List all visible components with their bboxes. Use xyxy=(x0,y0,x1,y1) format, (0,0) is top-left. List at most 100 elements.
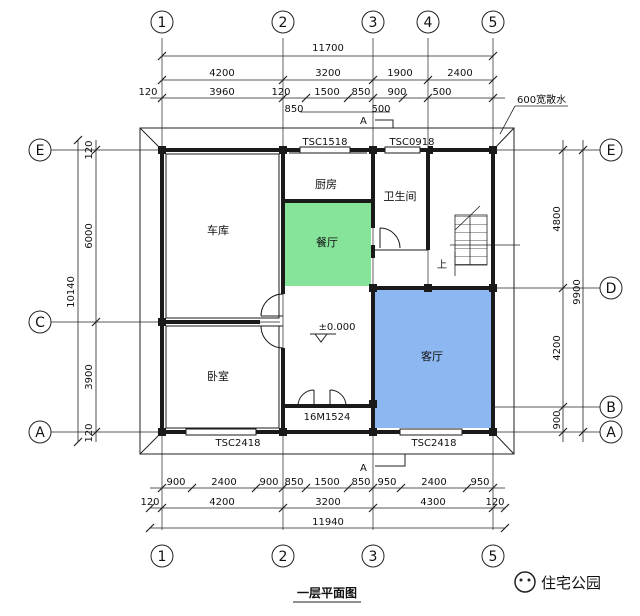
staircase xyxy=(450,205,520,276)
dim-bottom-total: 11940 xyxy=(312,517,344,528)
dim-top-r2-1: 120 xyxy=(138,87,157,98)
door-label-main: 16M1524 xyxy=(304,412,351,423)
room-bedroom: 卧室 xyxy=(207,369,229,383)
right-dimension-labels: 4800 4200 900 9900 xyxy=(552,206,583,429)
axis-right-b: B xyxy=(606,400,616,416)
apron-callout: 600宽散水 xyxy=(499,93,568,135)
dim-bottom-r1-1: 900 xyxy=(166,477,185,488)
window-label-top-left: TSC1518 xyxy=(302,137,348,148)
axis-top-4: 4 xyxy=(424,15,433,31)
dim-top-r2-7: 500 xyxy=(432,87,451,98)
dim-bottom-r2-2: 4200 xyxy=(209,497,234,508)
axis-bubbles-left xyxy=(28,138,52,444)
elevation-label: ±0.000 xyxy=(318,322,355,333)
dim-bottom-r2-1: 120 xyxy=(140,497,159,508)
dim-top-r3-1: 850 xyxy=(284,104,303,115)
dim-bottom-r1-3: 900 xyxy=(259,477,278,488)
axis-bubbles-top xyxy=(150,10,505,34)
axis-top-2: 2 xyxy=(279,15,288,31)
dim-top-r1-2: 3200 xyxy=(315,68,340,79)
dim-top-total: 11700 xyxy=(312,43,344,54)
apron-label: 600宽散水 xyxy=(517,93,566,106)
dim-top-r2-2: 3960 xyxy=(209,87,234,98)
dim-top-r2-5: 850 xyxy=(351,87,370,98)
room-garage: 车库 xyxy=(207,223,229,237)
dim-top-r3-2: 500 xyxy=(371,104,390,115)
dining-room-fill xyxy=(285,203,371,286)
dim-bottom-r1-8: 2400 xyxy=(421,477,446,488)
axis-right-a: A xyxy=(606,425,616,441)
dim-right-middle: 4200 xyxy=(552,335,563,360)
dim-bottom-r1-9: 950 xyxy=(470,477,489,488)
watermark: 住宅公园 xyxy=(514,571,601,593)
dim-right-lower: 900 xyxy=(552,410,563,429)
elevation-marker xyxy=(310,333,336,343)
axis-bubbles-right xyxy=(599,138,623,444)
dim-bottom-r2-4: 4300 xyxy=(420,497,445,508)
axis-top-1: 1 xyxy=(158,15,167,31)
dim-top-r1-4: 2400 xyxy=(447,68,472,79)
columns xyxy=(158,146,497,436)
windows xyxy=(185,146,463,436)
window-label-top-right: TSC0918 xyxy=(389,137,435,148)
room-dining: 餐厅 xyxy=(316,235,338,249)
axis-left-e: E xyxy=(36,143,45,159)
room-kitchen: 厨房 xyxy=(315,178,337,191)
axis-left-a: A xyxy=(35,425,45,441)
left-dimensions xyxy=(73,135,101,447)
dim-left-bottom-small: 120 xyxy=(84,423,95,442)
axis-labels-top: 1 2 3 4 5 xyxy=(158,15,498,31)
section-marks xyxy=(375,119,406,467)
axis-bottom-5: 5 xyxy=(489,549,498,565)
dim-top-r2-4: 1500 xyxy=(314,87,339,98)
section-label-bottom: A xyxy=(360,463,367,474)
axis-labels-bottom: 1 2 3 5 xyxy=(158,549,498,565)
bottom-dimensions xyxy=(145,483,510,533)
axis-labels-left: E C A xyxy=(35,143,45,441)
dim-bottom-r1-4: 850 xyxy=(284,477,303,488)
dim-top-r1-3: 1900 xyxy=(387,68,412,79)
watermark-text: 住宅公园 xyxy=(541,574,601,592)
dim-left-top-small: 120 xyxy=(84,140,95,159)
dim-right-upper: 4800 xyxy=(552,206,563,231)
top-dimension-labels: 11700 4200 3200 1900 2400 120 3960 120 1… xyxy=(138,43,472,115)
dim-bottom-r2-5: 120 xyxy=(485,497,504,508)
dim-bottom-r1-7: 950 xyxy=(377,477,396,488)
room-living: 客厅 xyxy=(421,349,443,363)
room-bathroom: 卫生间 xyxy=(384,189,417,203)
axis-bubbles-bottom xyxy=(150,544,505,568)
window-label-bottom-right: TSC2418 xyxy=(411,438,457,449)
wechat-icon xyxy=(514,571,536,593)
axis-right-e: E xyxy=(607,143,616,159)
axis-bottom-3: 3 xyxy=(369,549,378,565)
plan-title: 一层平面图 xyxy=(297,586,357,600)
dim-bottom-r1-2: 2400 xyxy=(211,477,236,488)
dim-left-lower: 3900 xyxy=(84,364,95,389)
doors xyxy=(260,227,401,407)
dim-top-r2-3: 120 xyxy=(271,87,290,98)
left-dimension-labels: 10140 6000 3900 120 120 xyxy=(66,140,95,442)
axis-bottom-2: 2 xyxy=(279,549,288,565)
dim-top-r2-6: 900 xyxy=(387,87,406,98)
section-label-top: A xyxy=(360,116,367,127)
dim-right-total: 9900 xyxy=(572,279,583,304)
top-dimensions xyxy=(150,51,505,113)
dim-bottom-r2-3: 3200 xyxy=(315,497,340,508)
axis-left-c: C xyxy=(35,315,45,331)
living-room-fill xyxy=(375,290,491,428)
bottom-dimension-labels: 900 2400 900 850 1500 850 950 2400 950 1… xyxy=(140,477,504,528)
dim-bottom-r1-6: 850 xyxy=(351,477,370,488)
dim-top-r1-1: 4200 xyxy=(209,68,234,79)
right-dimensions xyxy=(558,140,588,442)
axis-bottom-1: 1 xyxy=(158,549,167,565)
window-label-bottom-left: TSC2418 xyxy=(215,438,261,449)
axis-top-5: 5 xyxy=(489,15,498,31)
dim-left-upper: 6000 xyxy=(84,223,95,248)
dim-left-total: 10140 xyxy=(66,276,77,308)
axis-right-d: D xyxy=(606,281,617,297)
dim-bottom-r1-5: 1500 xyxy=(314,477,339,488)
stair-up-label: 上 xyxy=(437,259,447,271)
axis-top-3: 3 xyxy=(369,15,378,31)
axis-labels-right: E D B A xyxy=(606,143,617,441)
